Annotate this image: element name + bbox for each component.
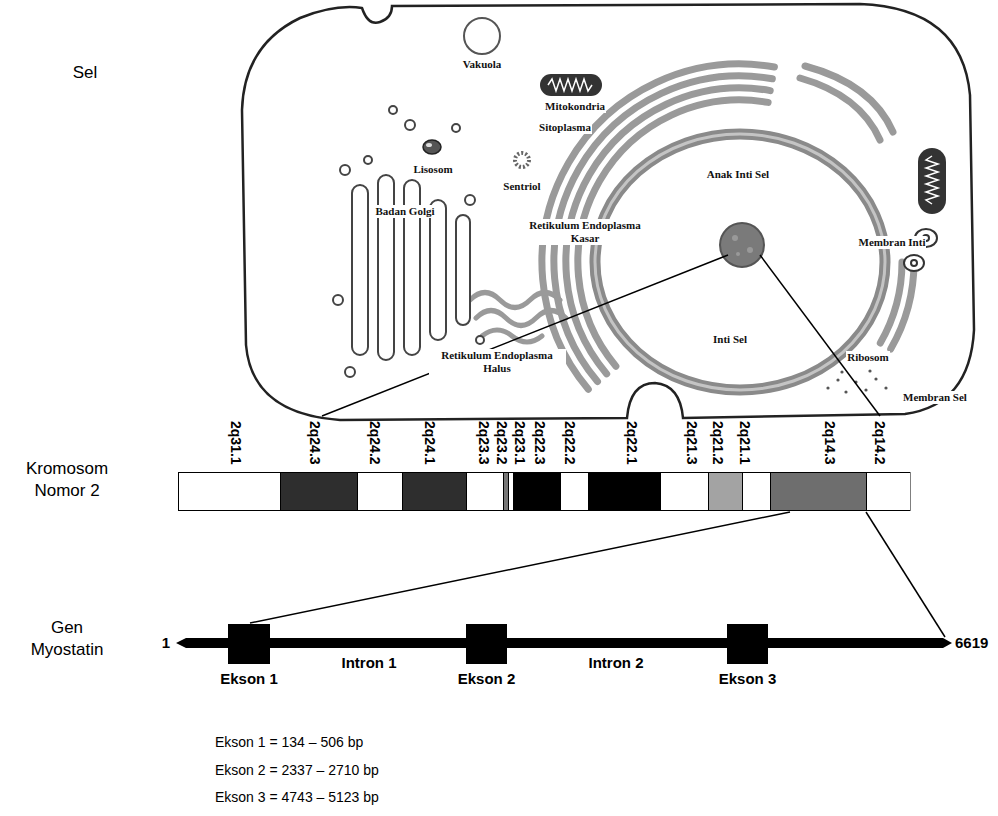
exon-range: Ekson 3 = 4743 – 5123 bp (215, 789, 379, 806)
nucleolus (720, 223, 764, 267)
nucleolus-dot (732, 235, 738, 241)
band-label: 2q21.1 (737, 421, 753, 465)
intron-label: Intron 2 (589, 654, 644, 671)
organelle-label: Inti Sel (712, 333, 748, 346)
organelle-label: Anak Inti Sel (706, 168, 770, 181)
band-label: 2q31.1 (228, 421, 244, 465)
golgi (333, 106, 484, 377)
centriole (515, 153, 529, 167)
organelle-label: Lisosom (412, 163, 453, 176)
organelle-label: Membran Sel (902, 391, 968, 404)
band-label: 2q22.2 (562, 421, 578, 465)
chromosome-band: 2q24.2 (357, 472, 402, 511)
organelle-label: Mitokondria (544, 100, 606, 113)
organelle-label: Sentriol (502, 180, 541, 193)
exon-box: Ekson 1 (228, 624, 270, 664)
band-label: 2q23.1 (512, 421, 528, 465)
band-label: 2q23.3 (476, 421, 492, 465)
exon-box: Ekson 2 (466, 624, 507, 664)
exon-range: Ekson 2 = 2337 – 2710 bp (215, 762, 379, 779)
chromosome-band: 2q22.2 (560, 472, 588, 511)
exon-label: Ekson 3 (719, 670, 777, 687)
nuclear-membrane (595, 134, 885, 390)
band-label: 2q24.2 (367, 421, 383, 465)
band-label: 2q22.1 (624, 421, 640, 465)
chromosome-band: 2q21.2 (708, 472, 742, 511)
band-label: 2q14.2 (872, 421, 888, 465)
zoom-line (250, 255, 945, 637)
nucleolus-dot (736, 252, 740, 256)
position-number: 6619 (955, 634, 988, 652)
intron-label: Intron 1 (342, 654, 397, 671)
chromosome-band: 2q14.3 (770, 472, 866, 511)
chromosome-band: 2q14.2 (866, 472, 910, 511)
organelle-label: Badan Golgi (375, 205, 436, 218)
organelle-label: Ribosom (846, 351, 890, 364)
band-label: 2q24.3 (307, 421, 323, 465)
mitochondrion (540, 74, 602, 96)
cell-membrane (242, 4, 974, 420)
exon-label: Ekson 1 (220, 670, 278, 687)
organelle-label: Vakuola (462, 58, 503, 71)
band-label: 2q24.1 (422, 421, 438, 465)
exon-box: Ekson 3 (727, 624, 768, 664)
nuclear-membrane-inner (595, 134, 885, 390)
vacuole (464, 18, 500, 54)
organelle-label: Membran Inti (858, 236, 927, 249)
row-label: Sel (73, 63, 98, 83)
organelle-label: Retikulum Endoplasma Halus (429, 349, 566, 375)
chromosome-band: 2q23.3 (466, 472, 503, 511)
lysosome-highlight (426, 143, 432, 147)
band-label: 2q21.2 (710, 421, 726, 465)
row-label: Gen Myostatin (17, 617, 117, 661)
chromosome-band: 2q24.1 (402, 472, 466, 511)
band-label: 2q21.3 (684, 421, 700, 465)
organelle-label: Retikulum Endoplasma Kasar (517, 219, 654, 245)
exon-label: Ekson 2 (458, 670, 516, 687)
chromosome-band: 2q21.3 (660, 472, 708, 511)
chromosome-band: 2q22.1 (588, 472, 660, 511)
exon-range: Ekson 1 = 134 – 506 bp (215, 734, 363, 751)
nucleolus-dot (747, 247, 753, 253)
band-label: 2q22.3 (532, 421, 548, 465)
mitochondrion (918, 148, 946, 214)
gene-line (176, 638, 952, 648)
smooth-er (470, 293, 566, 343)
band-label: 2q23.2 (494, 421, 510, 465)
chromosome-band: 2q31.1 (178, 472, 280, 511)
chromosome-band: 2q21.1 (742, 472, 770, 511)
chromosome-band: 2q22.3 (513, 472, 560, 511)
band-label: 2q14.3 (822, 421, 838, 465)
chromosome-band: 2q24.3 (280, 472, 357, 511)
position-number: 1 (162, 634, 170, 652)
ribosomes (826, 369, 887, 393)
organelle-label: Sitoplasma (538, 121, 592, 134)
row-label: Kromosom Nomor 2 (12, 458, 122, 502)
lysosome (423, 140, 441, 154)
